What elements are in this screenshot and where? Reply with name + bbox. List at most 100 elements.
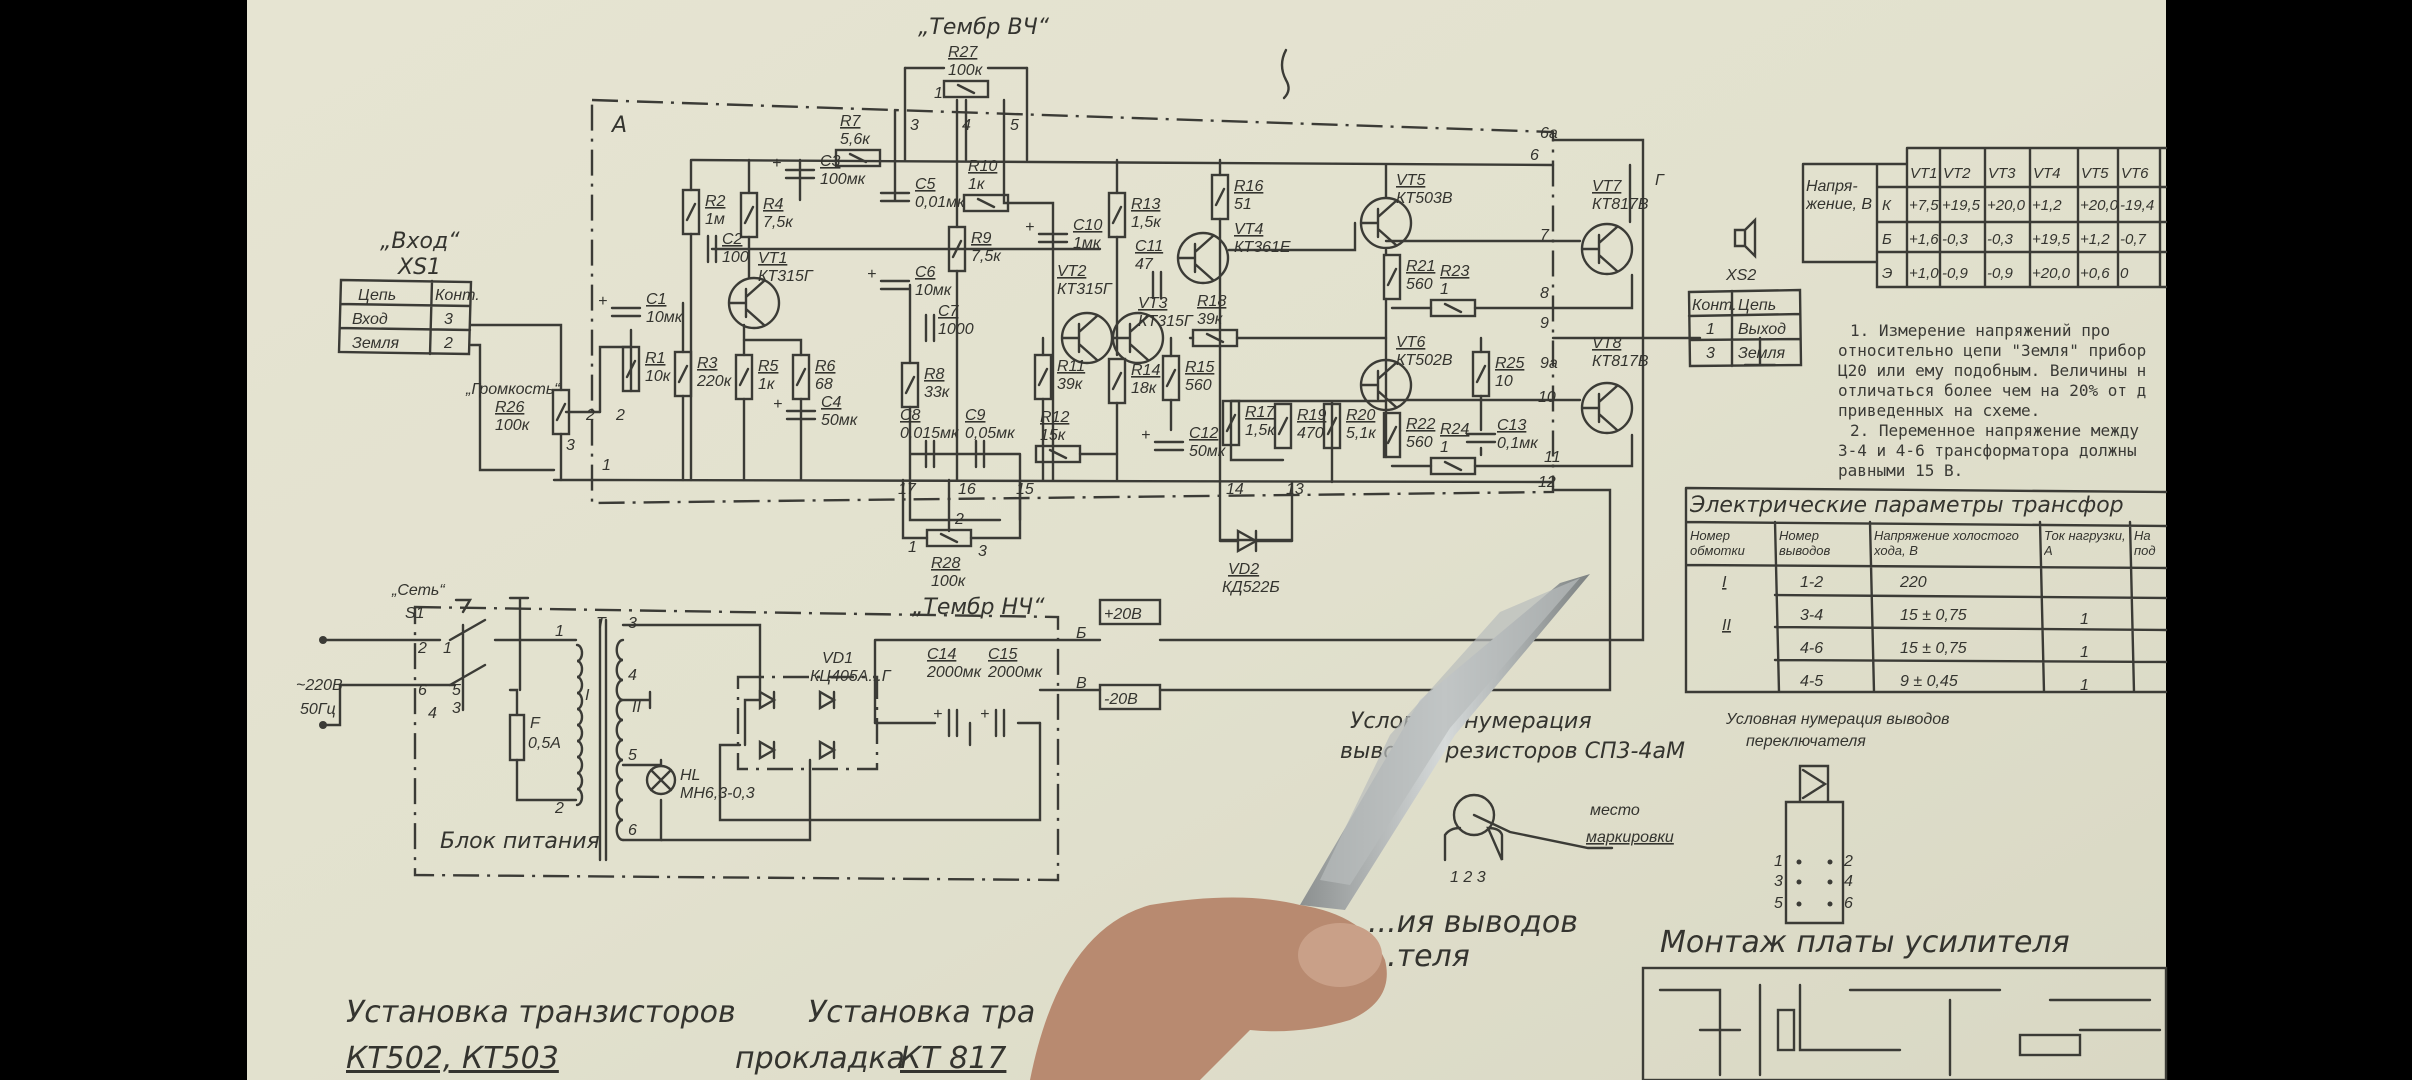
- resistor-mark: [1205, 332, 1225, 344]
- resistor-mark: [1111, 371, 1123, 391]
- transistor-type: КТ315Г: [1138, 313, 1194, 330]
- marking-label: место: [1590, 802, 1640, 819]
- resistor-value: 7,5к: [971, 248, 1002, 265]
- resistor-r18: [1191, 328, 1239, 348]
- capacitor-plates: [610, 306, 642, 318]
- resistor-value: 5,1к: [1346, 425, 1377, 442]
- switch-pinout-title2: переключателя: [1746, 733, 1866, 750]
- resistor-body: [1161, 354, 1181, 402]
- voltage-table-col: VT4: [2033, 165, 2061, 182]
- resistor-body: [834, 148, 882, 168]
- bridge-diode-icon: [758, 739, 777, 761]
- transformer-table-header: Ток нагрузки, А: [2044, 528, 2126, 558]
- resistor-ref: R24: [1440, 421, 1469, 438]
- voltage-table-cell: -0,7: [2120, 231, 2147, 248]
- terminal-number: 6: [1530, 147, 1539, 164]
- pot-knob-icon: [1452, 793, 1496, 837]
- resistor-ref: R11: [1057, 358, 1085, 375]
- transistor-type: КТ502В: [1396, 352, 1453, 369]
- transistor-leads: [1061, 314, 1099, 362]
- transistor-type: КТ315Г: [1057, 281, 1113, 298]
- transistor-leads: [728, 279, 766, 327]
- transistor-type: КТ361Е: [1234, 239, 1291, 256]
- resistor-mark: [1037, 367, 1049, 387]
- voltage-table-cell: +0,6: [2080, 265, 2110, 282]
- wire: [1158, 488, 1612, 692]
- voltage-table-cell: +20,0: [1987, 197, 2026, 214]
- resistor-r11: [1033, 353, 1053, 401]
- switch-pin-label: 3: [1774, 873, 1783, 890]
- transistor-vt5: [1359, 196, 1413, 250]
- plus-sign: +: [1025, 219, 1034, 236]
- power-pin-number: 2: [417, 640, 427, 657]
- resistor-ref: R19: [1297, 407, 1326, 424]
- power-b-label: Б: [1076, 625, 1086, 642]
- capacitor-c6: +: [867, 266, 911, 291]
- output-row-circuit: Земля: [1738, 345, 1786, 362]
- resistor-body: [1107, 357, 1127, 405]
- resistor-value: 100к: [948, 62, 984, 79]
- input-row-circuit: Вход: [352, 311, 388, 328]
- capacitor-c1: +: [598, 293, 642, 318]
- resistor-body: [1382, 411, 1402, 459]
- power-wire: [321, 638, 457, 727]
- note-line: 2. Переменное напряжение между: [1850, 421, 2139, 440]
- plus-sign: +: [867, 266, 876, 283]
- resistor-ref: R6: [815, 358, 836, 375]
- transistor-ref: VT5: [1396, 172, 1425, 189]
- wire: [742, 338, 803, 357]
- resistor-ref: R20: [1346, 407, 1375, 424]
- resistor-ref: R7: [840, 113, 862, 130]
- lamp-cross: [649, 768, 673, 792]
- resistor-ref: R28: [931, 555, 960, 572]
- resistor-r24: [1429, 456, 1477, 476]
- wire: [598, 328, 633, 414]
- plus-sign: +: [772, 155, 781, 172]
- capacitor-c12: +: [1141, 427, 1185, 452]
- resistor-mark: [738, 367, 750, 387]
- install-title2: Установка тра: [808, 995, 1035, 1030]
- power-wire: [493, 638, 578, 802]
- resistor-ref: R9: [971, 230, 992, 247]
- voltage-table-row-title: Напря-жение, В: [1806, 178, 1873, 213]
- resistor-r12: [1034, 444, 1082, 464]
- resistor-body: [734, 353, 754, 401]
- transformer-core: [598, 618, 608, 862]
- voltage-table-cell: -0,3: [1987, 231, 2014, 248]
- resistor-r15: [1161, 354, 1181, 402]
- transistor-vt1: [727, 276, 781, 330]
- capacitor-c8: [924, 439, 936, 469]
- input-col-contact: Конт.: [435, 287, 480, 304]
- resistor-mark: [1443, 460, 1463, 472]
- capacitor-ref: C11: [1135, 238, 1163, 255]
- resistor-body: [900, 361, 920, 409]
- terminal-number: 3: [910, 117, 919, 134]
- terminal-number: 17: [898, 481, 917, 498]
- capacitor-plates: [1465, 432, 1497, 444]
- mains-terminal: [319, 636, 327, 644]
- resistor-ref: R26: [495, 399, 524, 416]
- terminal-number: 1: [908, 539, 917, 556]
- transformer-row-pins: 4-5: [1800, 673, 1823, 690]
- voltage-table-cell: +1,2: [2080, 231, 2110, 248]
- resistor-body: [1471, 350, 1491, 398]
- capacitor-value: 0,015мк: [900, 425, 960, 442]
- transformer-row-voltage: 220: [1899, 574, 1927, 591]
- note-line: отличаться более чем на 20% от д: [1838, 381, 2146, 400]
- voltage-table-cell: -0,3: [1942, 231, 1969, 248]
- resistor-r27: [942, 79, 990, 99]
- resistor-value: 220к: [696, 373, 733, 390]
- resistor-r26: [551, 388, 571, 436]
- input-row-contact: 2: [443, 335, 453, 352]
- marking-label2: маркировки: [1586, 829, 1674, 846]
- resistor-r10: [962, 193, 1010, 213]
- terminal-number: 5: [1010, 117, 1019, 134]
- capacitor-value: 100мк: [820, 171, 867, 188]
- terminal-number: 13: [1286, 481, 1304, 498]
- minus-20v-label: -20В: [1104, 691, 1138, 708]
- resistor-value: 470: [1297, 425, 1324, 442]
- capacitor-value: 50мк: [821, 412, 859, 429]
- resistor-value: 560: [1185, 377, 1212, 394]
- terminal-number: 2: [954, 511, 964, 528]
- pcb-resistor: [1776, 1008, 1796, 1052]
